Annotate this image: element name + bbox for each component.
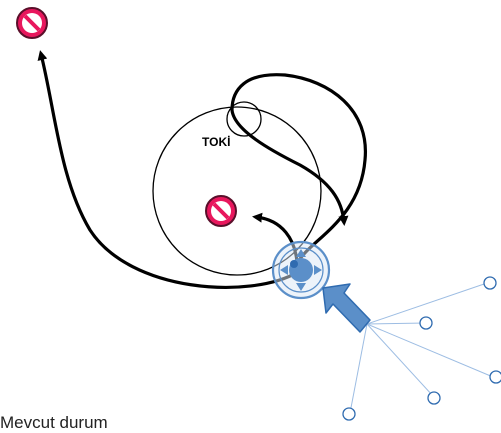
node-circle-icon xyxy=(342,407,356,421)
direction-arrow-icon xyxy=(322,283,371,333)
node-circle-icon xyxy=(419,316,433,330)
center-label: TOKİ xyxy=(202,134,230,149)
node-circle-icon xyxy=(489,370,501,384)
no-entry-icon xyxy=(16,7,48,39)
radial-lines xyxy=(349,282,494,414)
caption: Mevcut durum xyxy=(0,413,108,432)
large-circle xyxy=(152,106,322,276)
roundabout-icon xyxy=(271,240,331,300)
no-entry-icon xyxy=(205,195,237,227)
node-circle-icon xyxy=(427,391,441,405)
node-circle-icon xyxy=(483,276,497,290)
radial-nodes xyxy=(342,276,501,421)
small-circle xyxy=(226,101,262,137)
